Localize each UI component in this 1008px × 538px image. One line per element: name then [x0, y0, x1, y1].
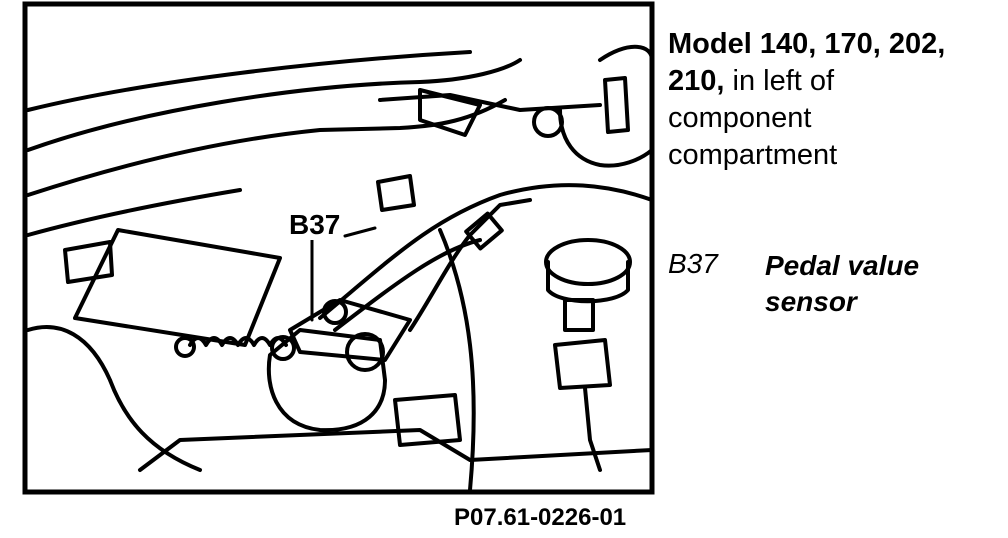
bracket-tab — [376, 174, 416, 212]
figure-number: P07.61-0226-01 — [454, 504, 627, 531]
pedal-value-sensor-body — [266, 328, 387, 433]
sensor-top — [288, 298, 412, 362]
sensor-bolt-2 — [270, 335, 296, 361]
legend-description-line-2: sensor — [765, 286, 857, 317]
sensor-knob — [345, 332, 385, 372]
lower-body-line — [26, 325, 202, 472]
sensor-bolt — [322, 299, 348, 325]
lower-cover — [393, 393, 462, 447]
caption-line-2-bold: 210, — [668, 65, 725, 97]
lower-housing — [138, 428, 654, 472]
hose-top-right — [558, 108, 654, 168]
caption-line-4: compartment — [668, 139, 838, 171]
engine-block-edge — [438, 228, 476, 492]
return-spring — [188, 336, 288, 347]
linkage-cable-2 — [333, 238, 482, 332]
filler-neck — [603, 76, 630, 134]
fender-curve — [26, 58, 522, 152]
hose-clamp — [532, 106, 564, 138]
strut-tower — [26, 98, 507, 197]
reservoir-neck — [563, 298, 595, 332]
callout-b37: B37 — [286, 210, 344, 240]
hood-edge-line — [26, 50, 472, 112]
mount-plate — [73, 228, 282, 347]
sensor-wire — [583, 386, 602, 472]
legend-description: Pedal value sensor — [765, 248, 995, 320]
panel-edge — [418, 88, 482, 137]
legend-code: B37 — [668, 248, 718, 279]
callout-tick — [343, 226, 377, 238]
spring-eye — [174, 336, 196, 358]
legend-description-line-1: Pedal value — [765, 250, 920, 281]
caption-line-3: component — [668, 102, 812, 134]
caption-line-2-rest: in left of — [724, 65, 835, 97]
caption-line-2: 210, in left of — [668, 63, 998, 100]
bracket-tab-2 — [63, 240, 114, 284]
harness-connector — [464, 211, 504, 251]
hose-curve — [598, 44, 654, 62]
cowl-panel — [378, 93, 602, 112]
sensor-plug — [553, 338, 612, 390]
caption-line-1: Model 140, 170, 202, — [668, 28, 946, 60]
figure-caption: Model 140, 170, 202, 210, in left of com… — [668, 26, 998, 174]
fender-inner — [26, 188, 242, 237]
linkage-cable — [318, 183, 654, 320]
